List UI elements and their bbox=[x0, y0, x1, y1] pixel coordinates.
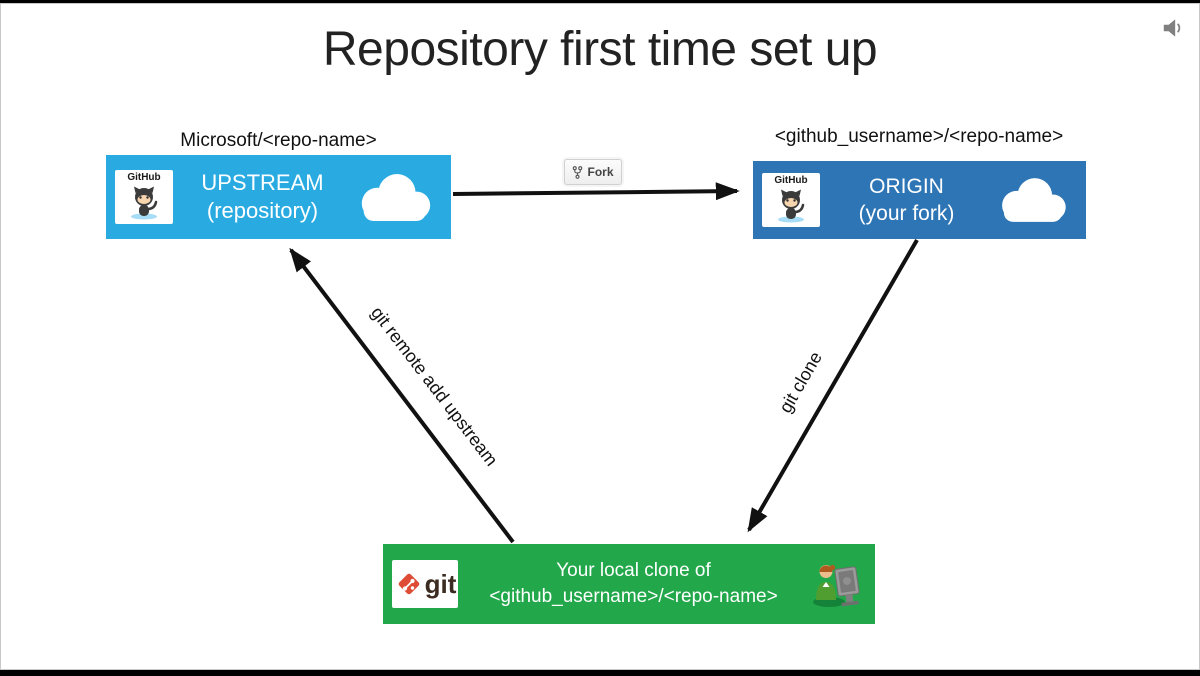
local-line2: <github_username>/<repo-name> bbox=[489, 586, 778, 607]
github-logo-text: GitHub bbox=[127, 172, 161, 183]
origin-subtitle: (your fork) bbox=[858, 202, 955, 225]
git-remote-edge-label: git remote add upstream bbox=[367, 302, 502, 470]
cloud-icon bbox=[1002, 178, 1066, 222]
github-logo: GitHub bbox=[762, 173, 820, 227]
upstream-title: UPSTREAM bbox=[201, 170, 324, 195]
git-logo-text: git bbox=[424, 569, 457, 599]
arrow-git-remote bbox=[289, 247, 515, 544]
upstream-box: GitHub UPSTREAM (repository) bbox=[106, 155, 451, 239]
github-logo: GitHub bbox=[115, 170, 173, 224]
origin-box: GitHub ORIGIN (your fork) bbox=[753, 161, 1086, 239]
git-clone-edge-label: git clone bbox=[775, 348, 826, 417]
git-diamond-icon bbox=[398, 573, 419, 595]
fork-button[interactable]: Fork bbox=[564, 159, 622, 185]
upstream-subtitle: (repository) bbox=[206, 198, 319, 223]
slide: Repository first time set up Microsoft/<… bbox=[0, 3, 1200, 670]
local-clone-box: git Your local clone of <github_username… bbox=[383, 544, 875, 624]
git-logo: git bbox=[392, 560, 458, 608]
arrow-fork bbox=[452, 182, 740, 201]
origin-repo-label: <github_username>/<repo-name> bbox=[774, 126, 1064, 147]
arrow-git-clone bbox=[747, 238, 919, 533]
speaker-icon[interactable] bbox=[1160, 15, 1186, 41]
cloud-icon bbox=[361, 173, 431, 221]
origin-title: ORIGIN bbox=[869, 175, 944, 198]
upstream-repo-label: Microsoft/<repo-name> bbox=[180, 130, 377, 151]
octocat-icon bbox=[131, 186, 158, 220]
github-logo-text: GitHub bbox=[774, 175, 808, 186]
local-line1: Your local clone of bbox=[556, 560, 711, 581]
fork-icon bbox=[573, 165, 583, 179]
person-at-computer-icon bbox=[813, 564, 860, 607]
octocat-icon bbox=[778, 189, 805, 223]
fork-button-label: Fork bbox=[587, 165, 614, 179]
page-title: Repository first time set up bbox=[322, 23, 878, 76]
